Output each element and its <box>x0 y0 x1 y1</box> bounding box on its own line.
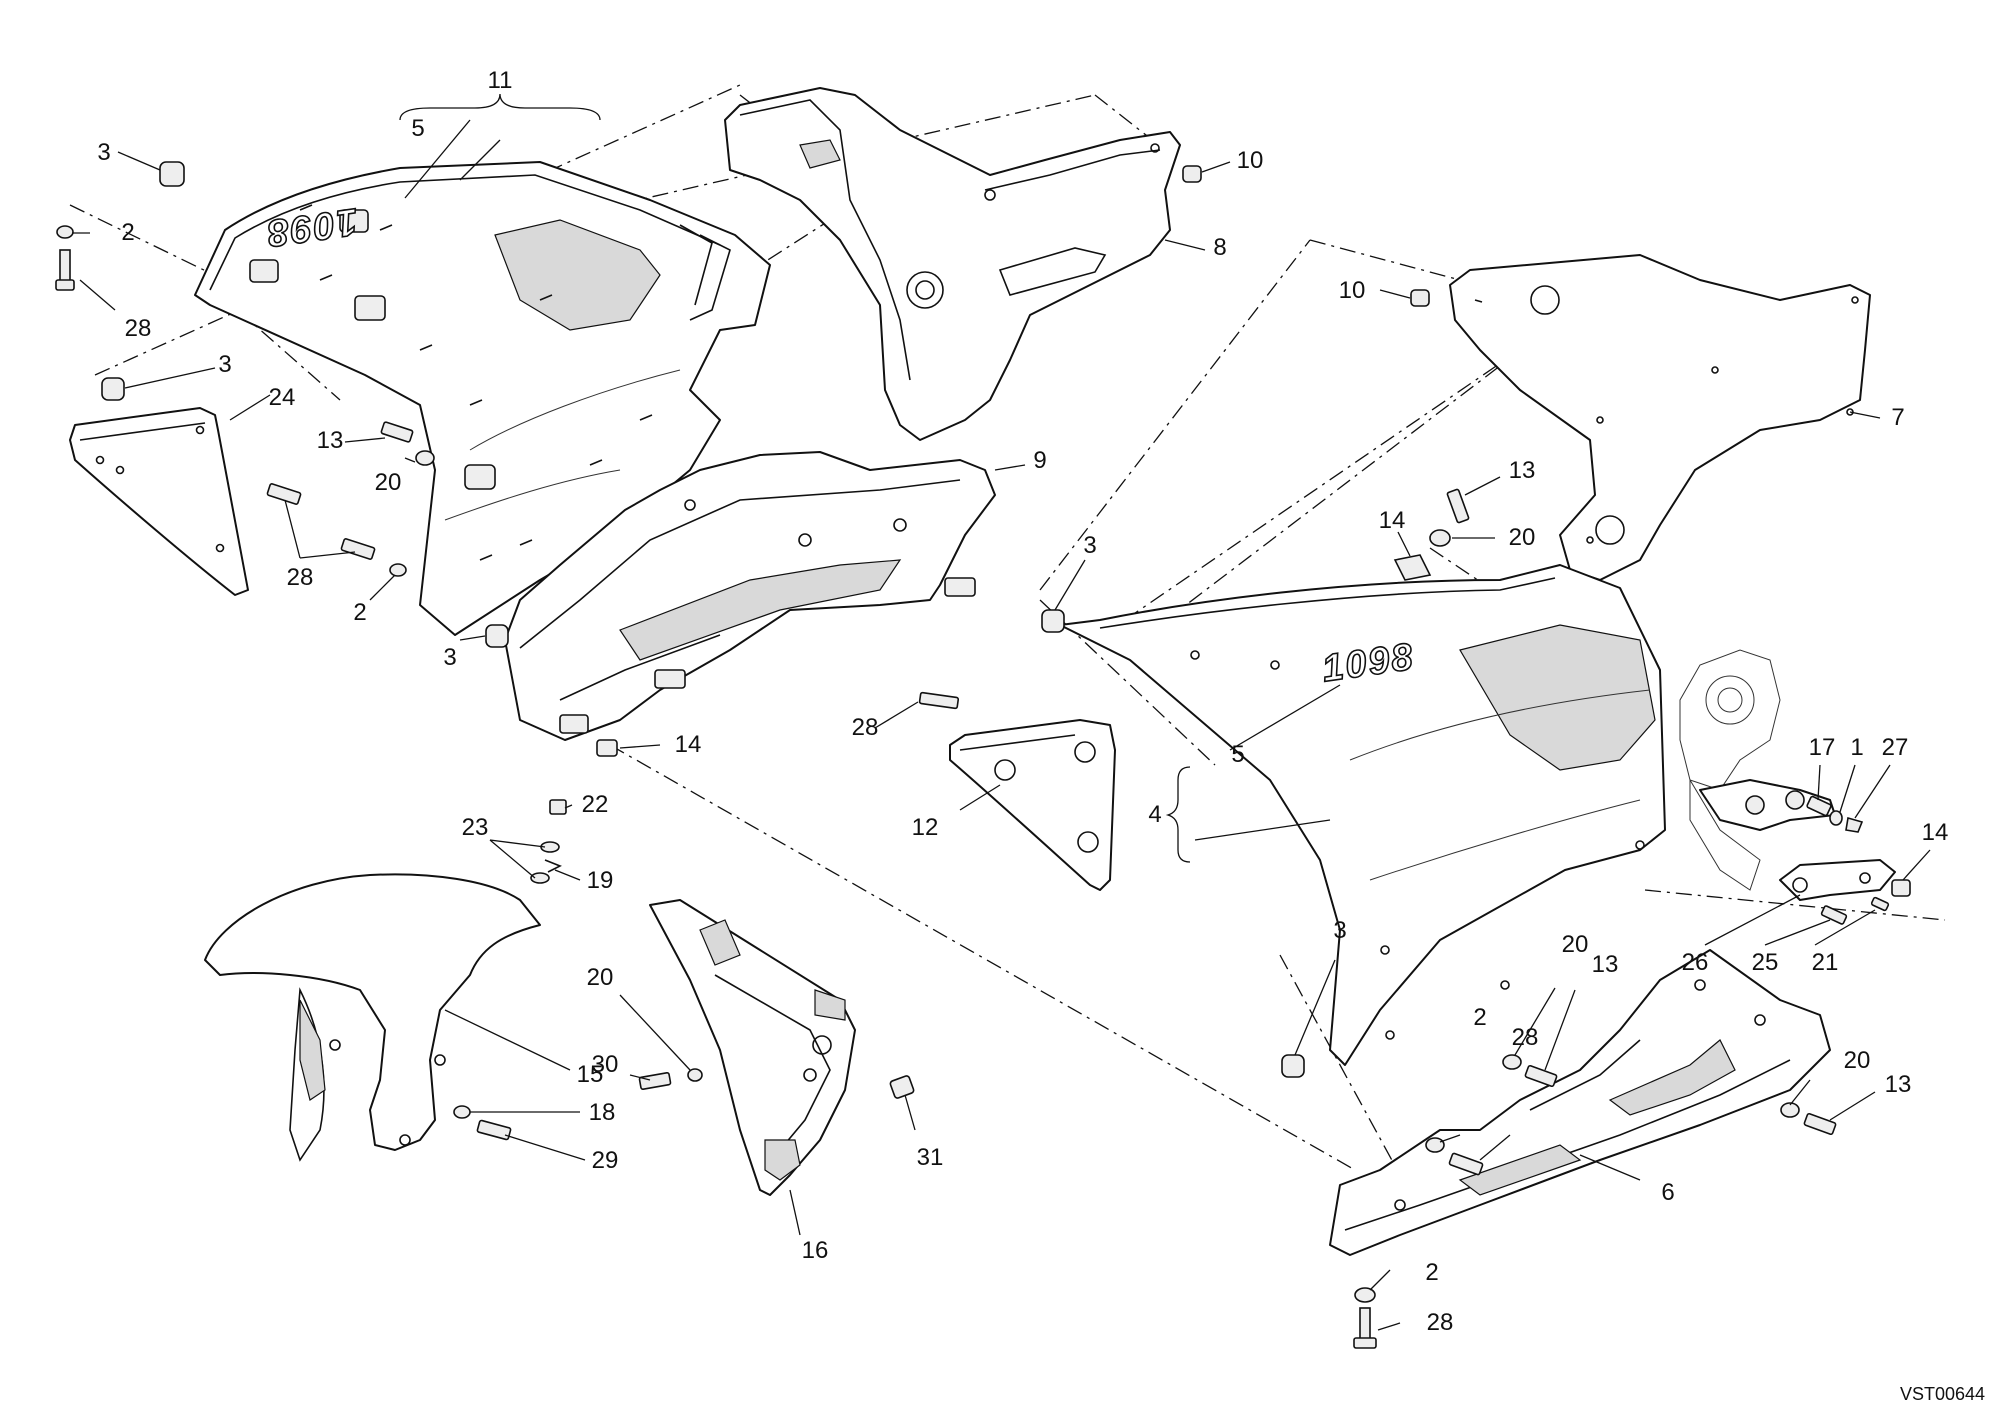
callout-3: 3 <box>443 644 456 671</box>
callout-20: 20 <box>375 469 402 496</box>
callout-31: 31 <box>917 1144 944 1171</box>
callout-28: 28 <box>125 315 152 342</box>
callout-6: 6 <box>1661 1179 1674 1206</box>
callout-2: 2 <box>353 599 366 626</box>
callout-28: 28 <box>852 714 879 741</box>
callout-9: 9 <box>1033 447 1046 474</box>
bracket-part-26 <box>1779 859 1896 901</box>
small-bracket-part-12 <box>949 719 1116 891</box>
callout-17: 17 <box>1809 734 1836 761</box>
callout-28: 28 <box>1427 1309 1454 1336</box>
mounting-grommets-left-fairing <box>249 209 496 490</box>
callout-28: 28 <box>1512 1024 1539 1051</box>
right-inner-bracket-part-7 <box>1449 254 1871 581</box>
callout-16: 16 <box>802 1237 829 1264</box>
fairing-slots <box>299 204 653 561</box>
callout-15: 15 <box>577 1061 604 1088</box>
callout-14: 14 <box>1379 507 1406 534</box>
lower-inner-panel-part-9 <box>504 451 996 741</box>
callout-13: 13 <box>1592 951 1619 978</box>
callout-13: 13 <box>1509 457 1536 484</box>
callout-22: 22 <box>582 791 609 818</box>
callout-28: 28 <box>287 564 314 591</box>
right-fairing-part-4: 1098 <box>1059 564 1666 1066</box>
callout-8: 8 <box>1213 234 1226 261</box>
callout-24: 24 <box>269 384 296 411</box>
callout-25: 25 <box>1752 949 1779 976</box>
callout-11: 11 <box>488 67 513 94</box>
callout-14: 14 <box>1922 819 1949 846</box>
callout-3: 3 <box>218 351 231 378</box>
front-mudguard-part-15 <box>204 873 541 1162</box>
callout-12: 12 <box>912 814 939 841</box>
callout-7: 7 <box>1891 404 1904 431</box>
callout-5: 5 <box>411 115 424 142</box>
callout-10: 10 <box>1339 277 1366 304</box>
callout-13: 13 <box>1885 1071 1912 1098</box>
left-side-panel-part-24 <box>69 407 249 596</box>
callout-2: 2 <box>1425 1259 1438 1286</box>
callout-3: 3 <box>1333 917 1346 944</box>
callout-13: 13 <box>317 427 344 454</box>
callout-20: 20 <box>1562 931 1589 958</box>
callout-10: 10 <box>1237 147 1264 174</box>
callout-20: 20 <box>587 964 614 991</box>
belly-pan-part-6 <box>1329 949 1831 1256</box>
hardware-fasteners <box>55 161 1911 1349</box>
clip-part-31 <box>889 1075 915 1099</box>
callout-2: 2 <box>1473 1004 1486 1031</box>
callout-5: 5 <box>1231 741 1244 768</box>
callout-14: 14 <box>675 731 702 758</box>
callout-leader-lines <box>72 93 1931 1331</box>
callout-29: 29 <box>592 1147 619 1174</box>
callout-23: 23 <box>462 814 489 841</box>
callout-18: 18 <box>589 1099 616 1126</box>
callout-26: 26 <box>1682 949 1709 976</box>
callout-27: 27 <box>1882 734 1909 761</box>
callout-20: 20 <box>1509 524 1536 551</box>
callout-4: 4 <box>1148 801 1161 828</box>
left-inner-bracket-part-8 <box>724 87 1181 441</box>
engine-bracket-assembly <box>1679 649 1836 891</box>
callout-1: 1 <box>1850 734 1863 761</box>
callout-21: 21 <box>1812 949 1839 976</box>
callout-20: 20 <box>1844 1047 1871 1074</box>
callout-3: 3 <box>1083 532 1096 559</box>
callout-30: 30 <box>592 1051 619 1078</box>
callout-2: 2 <box>121 219 134 246</box>
callout-numbers: 11 5 3 2 28 3 24 13 20 28 2 3 10 8 9 14 … <box>97 67 1948 1336</box>
callout-19: 19 <box>587 867 614 894</box>
callout-3: 3 <box>97 139 110 166</box>
fork-cover-part-16 <box>649 899 856 1196</box>
reference-code: VST00644 <box>1900 1384 1985 1404</box>
